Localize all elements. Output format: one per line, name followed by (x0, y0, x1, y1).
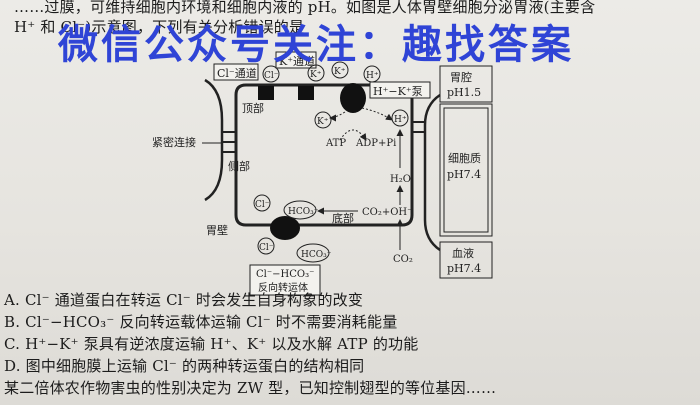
option-a: A. Cl⁻ 通道蛋白在转运 Cl⁻ 时会发生自身构象的改变 (4, 291, 364, 309)
k-ion-lumen (331, 61, 349, 79)
k-channel-label: K⁺通道 (279, 54, 315, 68)
lumen-label: 胃腔 (450, 70, 472, 84)
right-neighbor-wall (423, 93, 441, 252)
h-ion-lumen-label: H⁺ (366, 71, 379, 81)
cytoplasm-ph-label: pH7.4 (447, 168, 481, 181)
left-neighbor-wall (204, 78, 224, 202)
antiporter-label-2: 反向转运体 (258, 281, 308, 294)
antiporter-box (249, 264, 321, 296)
next-question: 某二倍体农作物害虫的性别决定为 ZW 型，已知控制翅型的等位基因…… (4, 379, 497, 397)
watermark-overlay: 微信公众号关注：趣找答案 (58, 22, 574, 68)
hco3-blood-label: HCO₃⁻ (301, 250, 332, 260)
intro-line-2: H⁺ 和 Cl⁻)示意图，下列有关分析错误的是 (14, 18, 305, 36)
h-k-pump-protein (340, 83, 366, 113)
co2-blood-label: CO₂ (393, 254, 413, 265)
stomach-wall-label: 胃壁 (206, 223, 228, 237)
h2o-label: H₂O (390, 174, 411, 185)
atp-label: ATP (325, 138, 346, 149)
cl-channel-label: Cl⁻通道 (217, 66, 257, 80)
hco3-blood (296, 243, 330, 263)
h-ion-cytoplasm-label: H⁺ (394, 115, 407, 125)
k-ion-lumen-label: K⁺ (334, 67, 346, 77)
k-in-arrow (329, 111, 346, 122)
hco3-inside (283, 200, 317, 220)
cl-channel-box (213, 63, 259, 81)
h-out-arrow (361, 107, 393, 121)
h-ion-lumen (363, 65, 381, 83)
cytoplasm-box (439, 103, 493, 237)
blood-box (439, 241, 493, 279)
antiporter-label-1: Cl⁻−HCO₃⁻ (256, 269, 314, 280)
cl-channel-protein (258, 86, 274, 100)
option-d: D. 图中细胞膜上运输 Cl⁻ 的两种转运蛋白的结构相同 (4, 357, 365, 375)
antiporter-protein (270, 216, 300, 240)
blood-ph-label: pH7.4 (447, 262, 481, 275)
adp-label: ADP+Pi (355, 138, 396, 149)
cl-ion-inside-label: Cl⁻ (255, 200, 270, 210)
cl-ion-blood (257, 237, 275, 255)
option-c: C. H⁺−K⁺ 泵具有逆浓度运输 H⁺、K⁺ 以及水解 ATP 的功能 (4, 335, 419, 353)
pump-box (369, 81, 431, 99)
cytoplasm-label: 细胞质 (448, 152, 481, 165)
cl-ion-top (262, 65, 280, 83)
k-channel-protein (298, 86, 314, 100)
pump-label: H⁺−K⁺泵 (373, 85, 423, 98)
intro-line-1: ……过膜，可维持细胞内环境和细胞内液的 pH。如图是人体胃壁细胞分泌胃液(主要含 (14, 0, 596, 16)
lateral-side-label: 侧部 (228, 159, 250, 173)
option-b: B. Cl⁻−HCO₃⁻ 反向转运载体运输 Cl⁻ 时不需要消耗能量 (4, 313, 398, 331)
hco3-inside-label: HCO₃⁻ (288, 207, 319, 217)
cl-ion-inside (253, 194, 271, 212)
cell-membrane (234, 83, 414, 227)
atp-arrow (339, 129, 367, 141)
k-ion-cytoplasm-label: K⁺ (317, 117, 329, 127)
tight-junction-label: 紧密连接 (152, 135, 196, 149)
lumen-box (439, 65, 493, 103)
cl-ion-blood-label: Cl⁻ (259, 243, 274, 253)
k-ion-top (307, 64, 325, 82)
cytoplasm-inner-box (443, 107, 489, 233)
cl-ion-top-label: Cl⁻ (264, 71, 279, 81)
k-channel-box (275, 51, 317, 69)
co2-oh-label: CO₂+OH⁻ (362, 207, 412, 218)
blood-label: 血液 (452, 246, 474, 260)
top-side-label: 顶部 (242, 101, 264, 115)
k-ion-top-label: K⁺ (310, 70, 322, 80)
bottom-side-label: 底部 (332, 211, 354, 225)
lumen-ph-label: pH1.5 (447, 86, 481, 99)
